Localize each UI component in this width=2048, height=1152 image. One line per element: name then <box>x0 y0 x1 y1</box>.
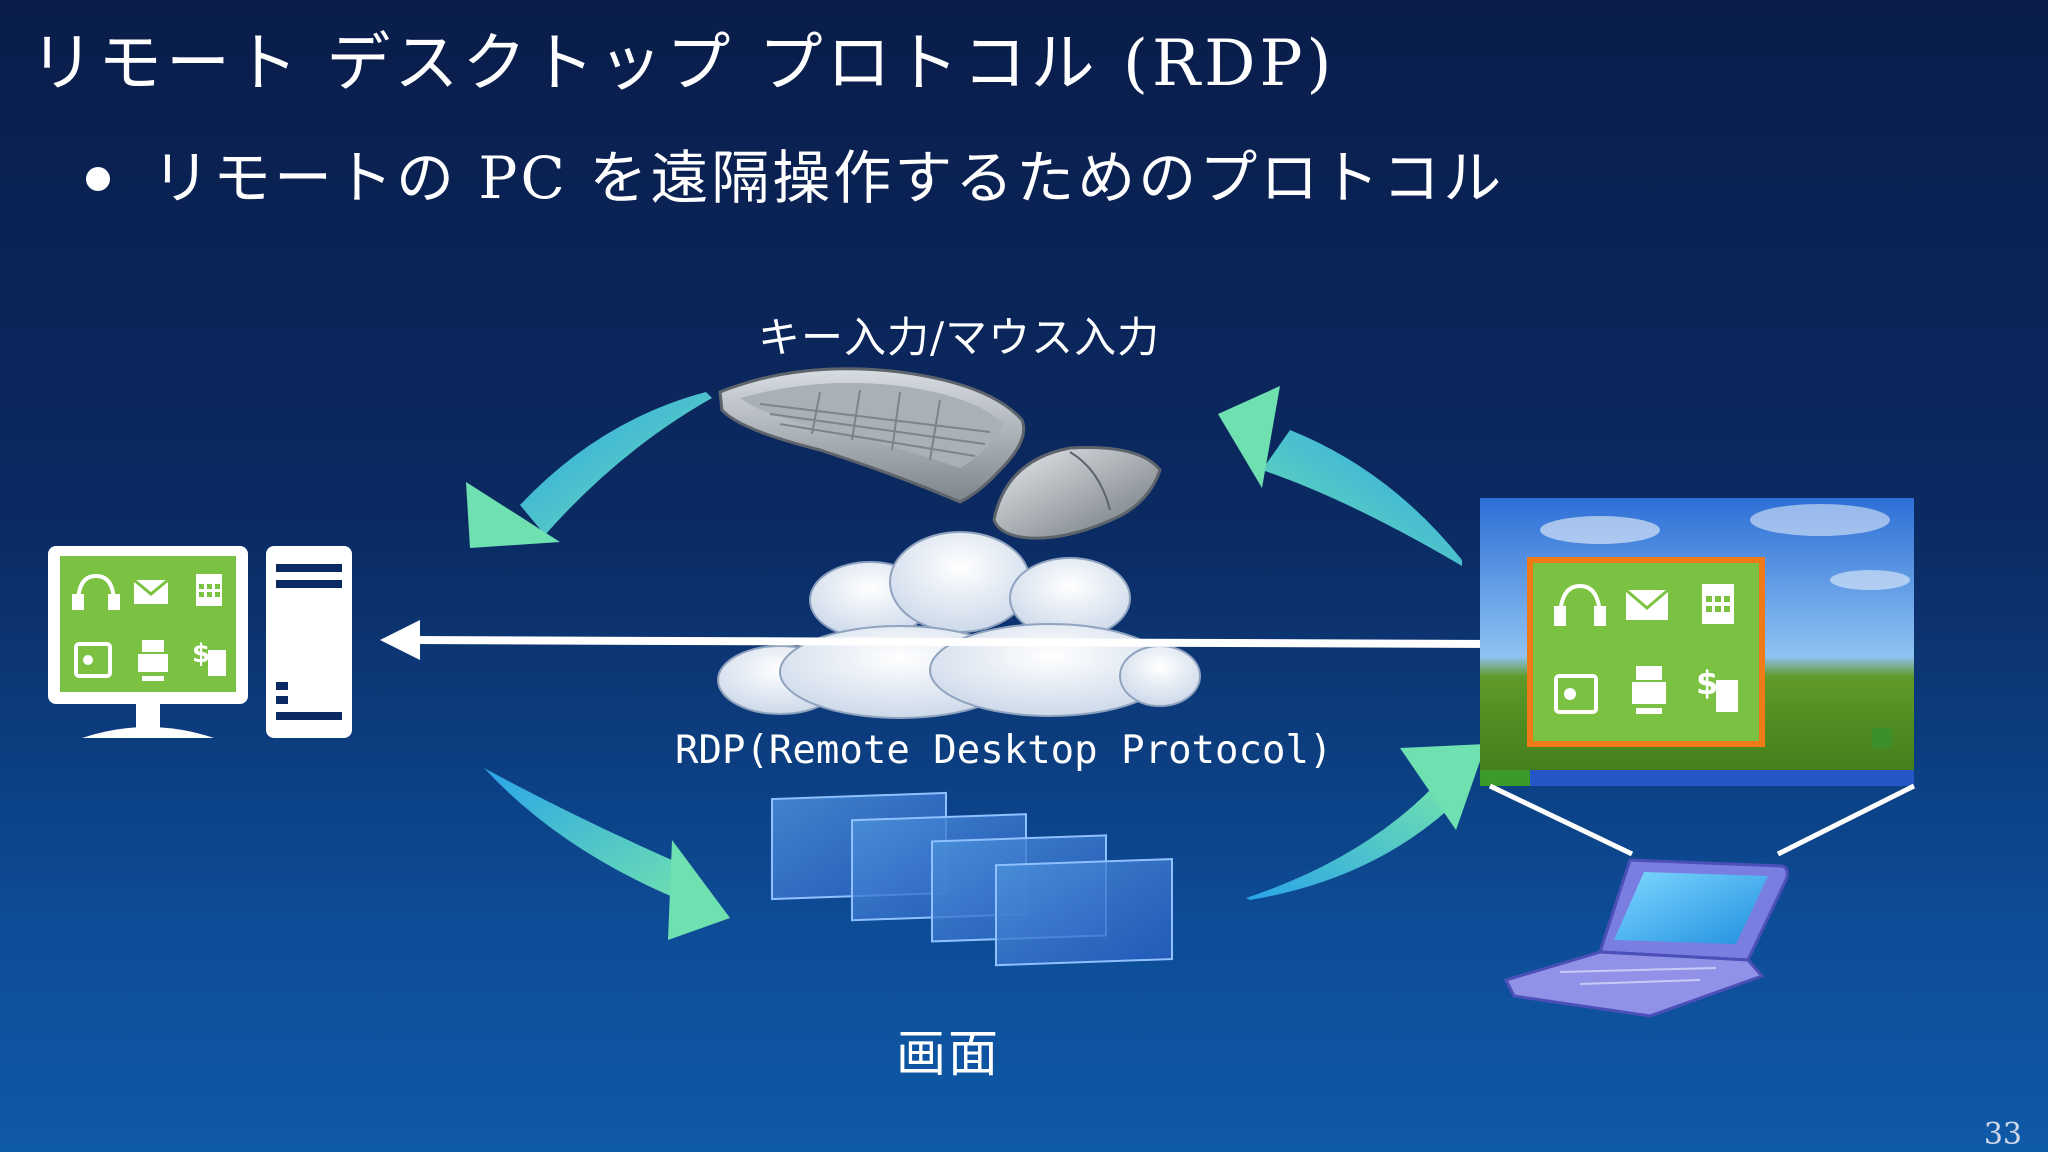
safe-icon <box>1554 674 1598 714</box>
slide-title: リモート デスクトップ プロトコル (RDP) <box>30 27 1336 101</box>
mouse-image <box>992 446 1162 540</box>
recycle-bin-icon <box>1872 728 1892 748</box>
protocol-label: RDP(Remote Desktop Protocol) <box>675 728 1333 773</box>
cash-register-icon <box>138 640 168 681</box>
arrow-bottom-right <box>1246 744 1486 900</box>
mail-icon <box>133 578 169 604</box>
mail-icon <box>1625 588 1669 620</box>
screen-label: 画面 <box>896 1025 1000 1083</box>
input-label: キー入力/マウス入力 <box>758 313 1161 362</box>
arrow-bottom-left <box>484 768 730 940</box>
connector-right <box>1776 783 1916 857</box>
calculator-icon: $ <box>1696 664 1738 712</box>
svg-text:$: $ <box>1696 664 1718 702</box>
headphones-icon <box>72 573 120 610</box>
screen-frames <box>771 791 1173 967</box>
laptop-icon <box>1503 858 1789 1018</box>
local-pc: $ <box>48 546 352 738</box>
calendar-icon <box>196 574 222 606</box>
arrow-top-right <box>1218 386 1462 566</box>
bullet-text: リモートの PC を遠隔操作するためのプロトコル <box>152 144 1505 212</box>
bullet-item: リモートの PC を遠隔操作するためのプロトコル <box>86 140 1504 216</box>
bullet-dot-icon <box>86 166 110 191</box>
keyboard-image <box>718 367 1026 504</box>
arrow-top-left <box>466 392 712 548</box>
cloud-icon <box>717 531 1201 719</box>
safe-icon <box>74 642 112 678</box>
remote-desktop-screen: $ <box>1480 498 1914 786</box>
svg-text:$: $ <box>192 639 210 669</box>
calendar-icon <box>1702 584 1734 624</box>
calculator-icon: $ <box>192 639 226 676</box>
cash-register-icon <box>1632 666 1666 714</box>
monitor-icon: $ <box>48 546 248 738</box>
headphones-icon <box>1554 583 1606 626</box>
connector-left <box>1488 783 1634 857</box>
tower-icon <box>266 546 352 738</box>
page-number: 33 <box>1983 1117 2022 1152</box>
